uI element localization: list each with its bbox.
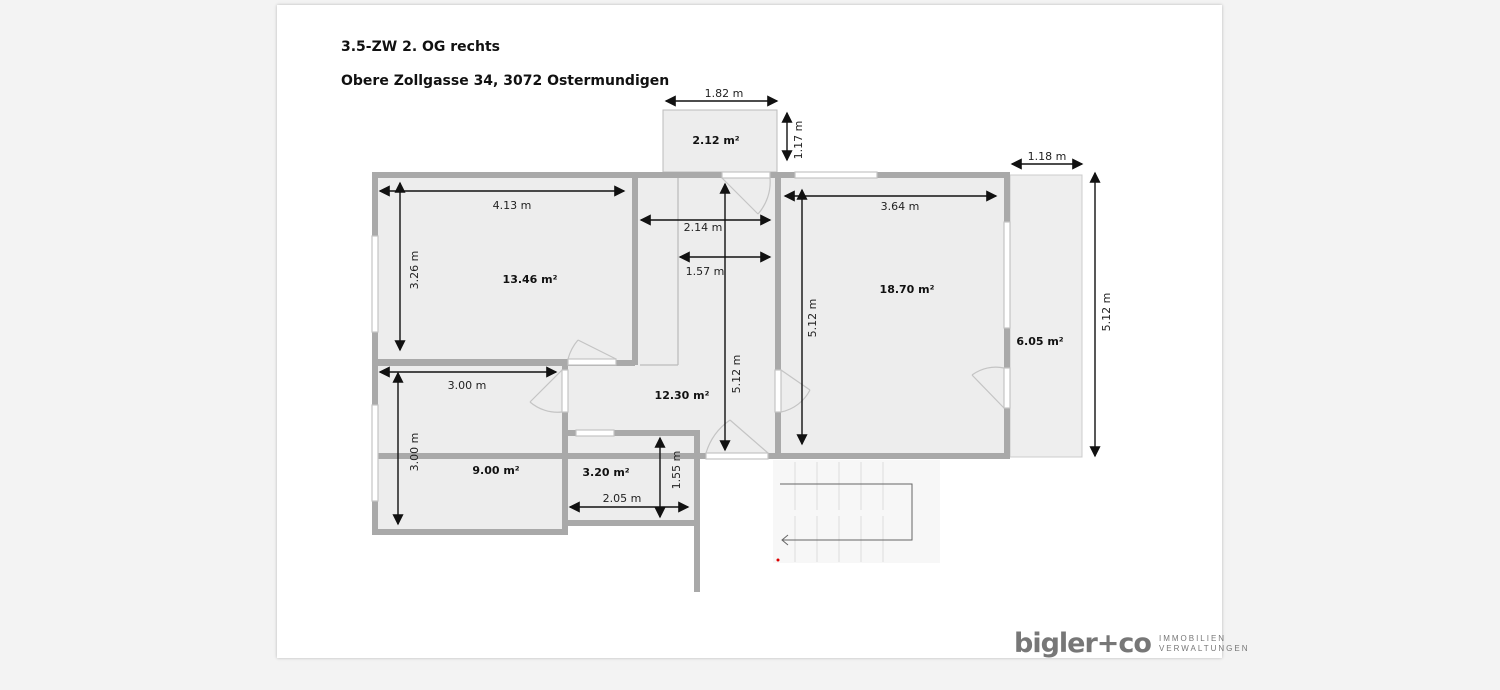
dim-room-top-left-depth: 3.26 m (408, 251, 421, 290)
area-room-bottom-left: 9.00 m² (472, 464, 519, 477)
openings (371, 171, 1011, 502)
dim-corridor-width: 2.14 m (684, 221, 723, 234)
staircase (773, 460, 940, 563)
dim-storage-width: 1.82 m (705, 87, 744, 100)
storage-room (662, 109, 778, 173)
dim-bathroom-width: 2.05 m (603, 492, 642, 505)
area-room-top-left: 13.46 m² (503, 273, 558, 286)
company-logo: bigler+co IMMOBILIEN VERWALTUNGEN (1014, 628, 1250, 659)
area-balcony: 6.05 m² (1016, 335, 1063, 348)
area-hall: 12.30 m² (655, 389, 710, 402)
area-bathroom: 3.20 m² (582, 466, 629, 479)
dimension-lines (378, 95, 1101, 526)
dim-room-bottom-left-width: 3.00 m (448, 379, 487, 392)
logo-subtitle: IMMOBILIEN VERWALTUNGEN (1159, 634, 1250, 654)
dim-room-bottom-left-depth: 3.00 m (408, 433, 421, 472)
dim-corridor-inner-width: 1.57 m (686, 265, 725, 278)
document-title: 3.5-ZW 2. OG rechts (341, 39, 500, 55)
logo-line1: IMMOBILIEN (1158, 633, 1227, 643)
dim-bathroom-depth: 1.55 m (670, 451, 683, 490)
balcony (1009, 174, 1083, 458)
dim-room-right-depth: 5.12 m (806, 299, 819, 338)
document-address: Obere Zollgasse 34, 3072 Ostermundigen (341, 73, 670, 89)
area-room-right: 18.70 m² (880, 283, 935, 296)
dim-room-right-width: 3.64 m (881, 200, 920, 213)
dim-balcony-length: 5.12 m (1100, 293, 1113, 332)
area-labels: 2.12 m² 13.46 m² 9.00 m² 3.20 m² 12.30 m… (472, 134, 1063, 479)
partitions (640, 178, 679, 366)
area-storage: 2.12 m² (692, 134, 739, 147)
room-bottom-left-floor (372, 359, 568, 535)
dim-room-top-left-width: 4.13 m (493, 199, 532, 212)
dimension-labels: 1.82 m 1.17 m 1.18 m 5.12 m 4.13 m 3.26 … (408, 87, 1113, 505)
dim-hall-length: 5.12 m (730, 355, 743, 394)
logo-wordmark: bigler+co (1014, 628, 1152, 659)
dim-storage-depth: 1.17 m (792, 121, 805, 160)
dim-balcony-width: 1.18 m (1028, 150, 1067, 163)
logo-line2: VERWALTUNGEN (1158, 643, 1250, 653)
